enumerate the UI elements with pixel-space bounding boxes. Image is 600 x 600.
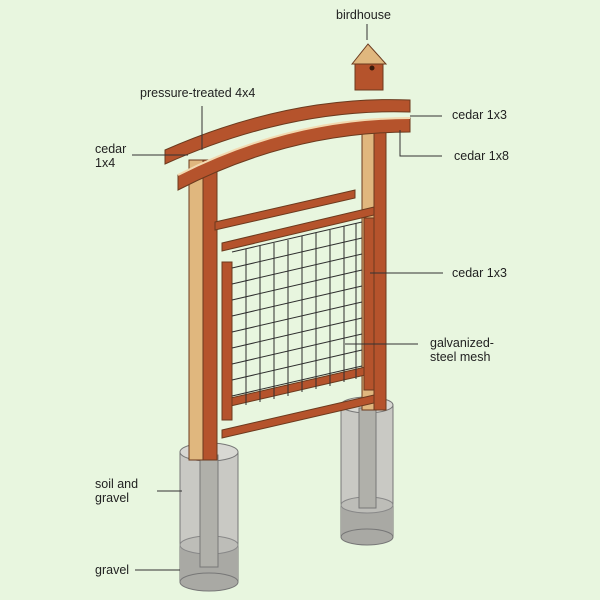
posts: [188, 119, 387, 461]
right-footing: [340, 396, 394, 546]
label-cedar-1x4-line2: 1x4: [95, 156, 116, 170]
label-galvanized-steel-mesh: galvanized- steel mesh: [430, 336, 494, 364]
label-soil-line1: soil and: [95, 477, 139, 491]
birdhouse: [350, 43, 388, 91]
label-soil-and-gravel: soil and gravel: [95, 477, 138, 505]
gate-rails: [214, 189, 375, 439]
steel-mesh: [231, 221, 363, 405]
label-birdhouse: birdhouse: [336, 8, 391, 22]
label-cedar-1x4: cedar 1x4: [95, 142, 126, 170]
label-cedar-1x3-top: cedar 1x3: [452, 108, 507, 122]
label-cedar-1x4-line1: cedar: [95, 142, 127, 156]
arched-beams: [164, 99, 411, 191]
label-cedar-1x3-side: cedar 1x3: [452, 266, 507, 280]
label-mesh-line1: galvanized-: [430, 336, 494, 350]
label-cedar-1x8: cedar 1x8: [454, 149, 509, 163]
label-mesh-line2: steel mesh: [430, 350, 491, 364]
leader-lines: [132, 24, 443, 571]
label-soil-line2: gravel: [95, 491, 130, 505]
left-footing: [179, 442, 239, 592]
label-pressure-treated-4x4: pressure-treated 4x4: [140, 86, 256, 100]
label-gravel: gravel: [95, 563, 130, 577]
